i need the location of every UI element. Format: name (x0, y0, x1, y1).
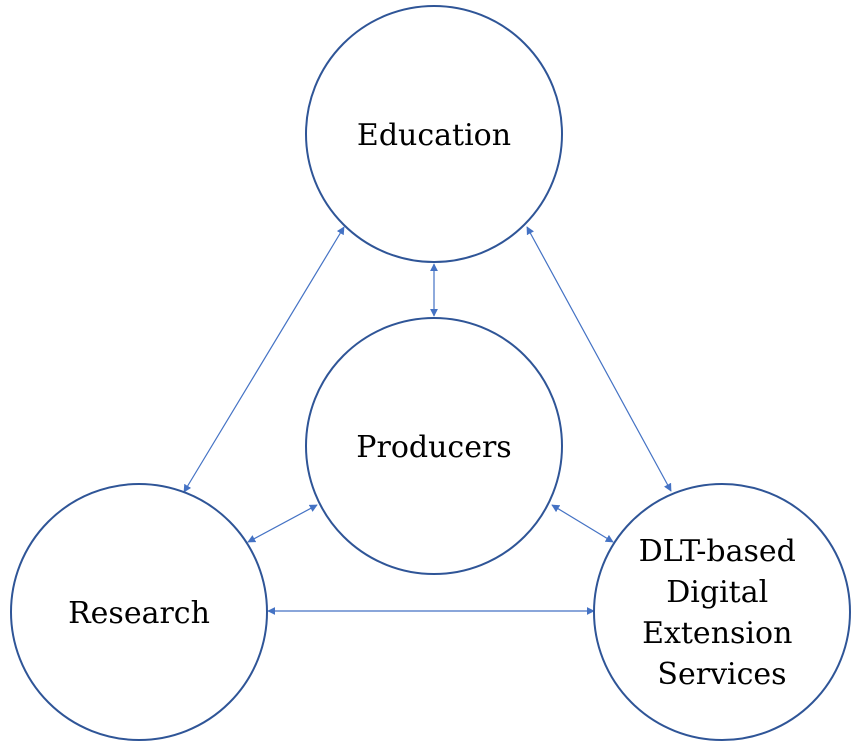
node-research: Research (10, 483, 268, 741)
dlt-label-line-4: Services (657, 657, 786, 692)
producers-label: Producers (356, 430, 511, 465)
education-label: Education (357, 118, 511, 153)
dlt-circle (593, 483, 851, 741)
dlt-label-line-2: Digital (666, 575, 768, 610)
dlt-label-line-3: Extension (642, 616, 792, 651)
node-producers: Producers (305, 317, 563, 575)
education-circle (305, 5, 563, 263)
connector-producers-research (247, 504, 318, 543)
node-education: Education (305, 5, 563, 263)
dlt-label: DLT-based Digital Extension Services (639, 534, 806, 692)
producers-circle (305, 317, 563, 575)
dlt-label-line-1: DLT-based (639, 534, 796, 569)
connector-education-research (183, 226, 345, 493)
connectors (183, 226, 672, 615)
connector-producers-dlt (551, 504, 614, 543)
connector-education-dlt (526, 226, 672, 492)
research-circle (10, 483, 268, 741)
node-dlt-extension-services: DLT-based Digital Extension Services (593, 483, 851, 741)
research-label: Research (68, 596, 210, 631)
